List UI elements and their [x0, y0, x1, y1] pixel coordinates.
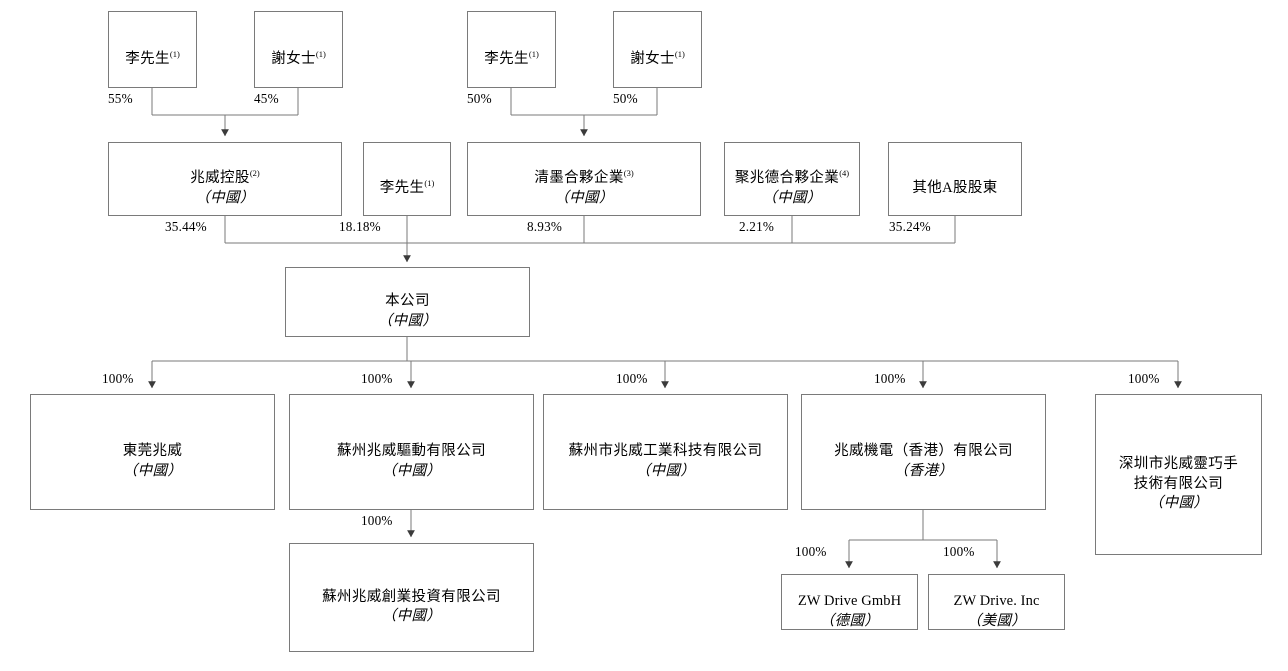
node-label: 東莞兆威 — [122, 443, 183, 460]
edge-label-qingmo-to-company: 8.93% — [527, 219, 563, 234]
edge-label-li-direct-to-company: 18.18% — [339, 219, 381, 234]
node-label: 清墨合夥企業(3) — [534, 168, 634, 187]
edge-label-other-a-to-company: 35.24% — [889, 219, 931, 234]
node-zhaowei-hk[interactable]: 兆威機電（香港）有限公司 （香港） — [801, 394, 1046, 510]
node-suzhou-drive[interactable]: 蘇州兆威驅動有限公司 （中國） — [289, 394, 534, 510]
node-location: （中國） — [1148, 494, 1209, 511]
node-label: 兆威控股(2) — [190, 168, 260, 187]
edge-label-hk-to-gmbh: 100% — [795, 544, 827, 559]
node-label: ZW Drive. Inc — [953, 593, 1040, 610]
node-location: （美國） — [966, 612, 1027, 629]
edge-label-company-to-dongguan: 100% — [102, 371, 134, 386]
edge-label-holding-to-company: 35.44% — [165, 219, 207, 234]
node-label: 其他A股股東 — [912, 180, 998, 196]
node-juzhaode-partnership[interactable]: 聚兆德合夥企業(4) （中國） — [724, 142, 860, 216]
node-location: （中國） — [122, 462, 183, 479]
edge-label-xie-to-holding: 45% — [254, 91, 279, 106]
node-label: 兆威機電（香港）有限公司 — [834, 443, 1013, 460]
node-partner-mr-li[interactable]: 李先生(1) — [467, 11, 556, 88]
node-company[interactable]: 本公司 （中國） — [285, 267, 530, 337]
node-location: （中國） — [554, 189, 614, 206]
node-location: （中國） — [195, 189, 255, 206]
node-dongguan-zhaowei[interactable]: 東莞兆威 （中國） — [30, 394, 275, 510]
edge-label-company-to-hk: 100% — [874, 371, 906, 386]
edge-label-juzhaode-to-company: 2.21% — [739, 219, 775, 234]
edge-label-company-to-shenzhen: 100% — [1128, 371, 1160, 386]
node-holdco-ms-xie[interactable]: 謝女士(1) — [254, 11, 343, 88]
node-suzhou-venture[interactable]: 蘇州兆威創業投資有限公司 （中國） — [289, 543, 534, 652]
node-location: （中國） — [635, 462, 696, 479]
node-holdco-mr-li[interactable]: 李先生(1) — [108, 11, 197, 88]
node-label: 謝女士(1) — [630, 48, 685, 67]
node-label: 李先生(1) — [379, 178, 435, 196]
node-zhaowei-holding[interactable]: 兆威控股(2) （中國） — [108, 142, 342, 216]
edge-label-company-to-suzhou-industrial: 100% — [616, 371, 648, 386]
node-shenzhen-dexterous[interactable]: 深圳市兆威靈巧手 技術有限公司 （中國） — [1095, 394, 1262, 555]
node-label: 蘇州兆威驅動有限公司 — [337, 443, 486, 460]
node-label: 蘇州兆威創業投資有限公司 — [322, 588, 501, 605]
node-label: 蘇州市兆威工業科技有限公司 — [568, 443, 763, 460]
node-location: （德國） — [819, 612, 880, 629]
node-label: 李先生(1) — [125, 48, 180, 67]
node-zw-drive-inc[interactable]: ZW Drive. Inc （美國） — [928, 574, 1065, 630]
node-location: （中國） — [377, 312, 438, 329]
edge-label-li-to-partnership: 50% — [467, 91, 492, 106]
edge-label-xie-to-partnership: 50% — [613, 91, 638, 106]
edge-label-li-to-holding: 55% — [108, 91, 133, 106]
node-location: （中國） — [381, 608, 442, 625]
node-mr-li-direct[interactable]: 李先生(1) — [363, 142, 451, 216]
node-label: 聚兆德合夥企業(4) — [734, 168, 850, 187]
node-qingmo-partnership[interactable]: 清墨合夥企業(3) （中國） — [467, 142, 701, 216]
node-label: 本公司 — [385, 293, 430, 310]
node-partner-ms-xie[interactable]: 謝女士(1) — [613, 11, 702, 88]
node-location: （中國） — [762, 189, 822, 206]
node-label: 深圳市兆威靈巧手 技術有限公司 — [1118, 456, 1239, 492]
edge-label-hk-to-inc: 100% — [943, 544, 975, 559]
node-location: （中國） — [381, 462, 442, 479]
node-label: 謝女士(1) — [271, 48, 326, 67]
node-zw-drive-gmbh[interactable]: ZW Drive GmbH （德國） — [781, 574, 918, 630]
node-label: 李先生(1) — [484, 48, 539, 67]
edge-label-company-to-suzhou-drive: 100% — [361, 371, 393, 386]
node-other-a-shareholders[interactable]: 其他A股股東 — [888, 142, 1022, 216]
node-location: （香港） — [893, 462, 954, 479]
node-label: ZW Drive GmbH — [797, 593, 902, 610]
node-suzhou-industrial[interactable]: 蘇州市兆威工業科技有限公司 （中國） — [543, 394, 788, 510]
edge-label-drive-to-venture: 100% — [361, 513, 393, 528]
